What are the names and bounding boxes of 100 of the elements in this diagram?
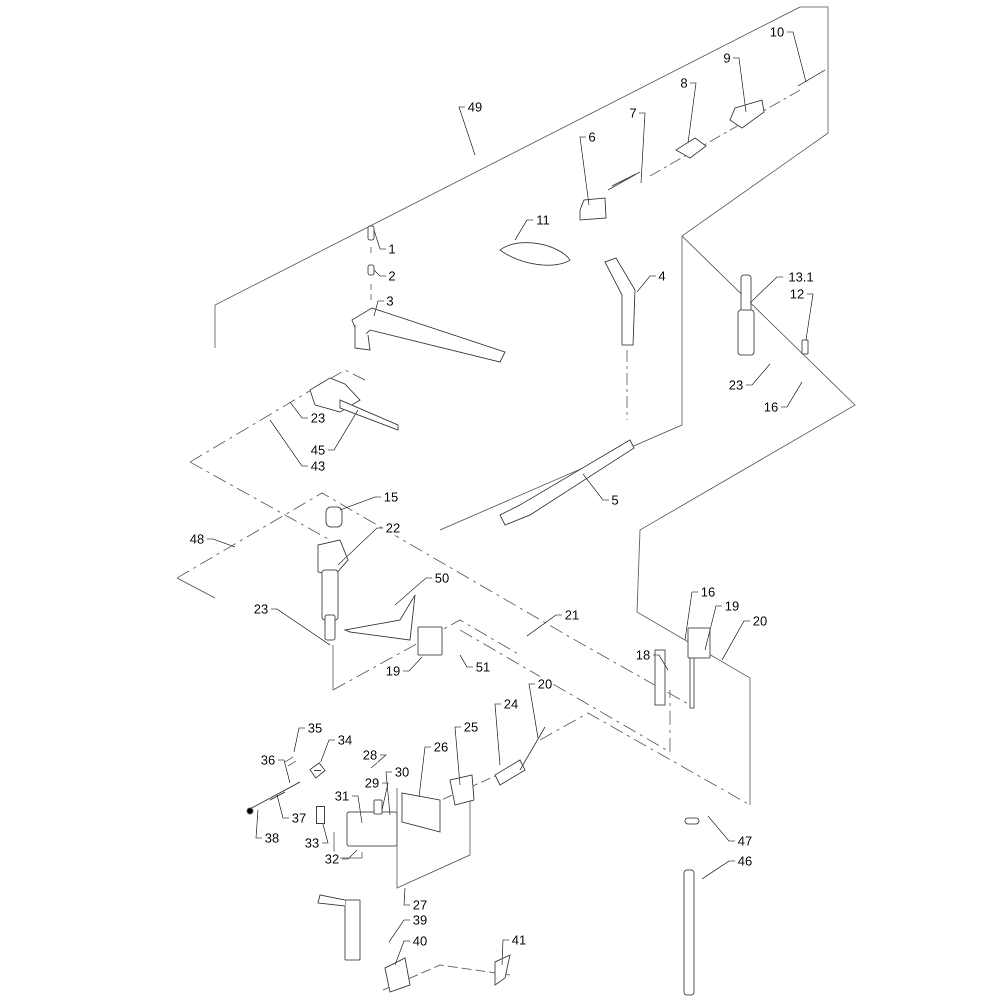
leader-line: [502, 940, 510, 966]
callout-number: 32: [324, 852, 340, 866]
callout-number: 11: [535, 212, 551, 228]
leader-line: [374, 270, 386, 276]
leader-line: [494, 704, 502, 766]
leader-line: [636, 276, 656, 292]
callout-number: 1: [387, 242, 397, 256]
callout-number: 12: [788, 286, 806, 302]
callout-number: 29: [364, 776, 380, 790]
leader-line: [270, 608, 330, 646]
leader-line: [684, 592, 698, 640]
leader-line: [206, 538, 236, 548]
leader-line: [322, 824, 329, 844]
callout-number: 9: [722, 50, 732, 66]
leader-line: [290, 402, 308, 418]
callout-number: 20: [536, 676, 554, 692]
callout-number: 13.1: [787, 270, 815, 284]
leader-line: [514, 220, 534, 240]
leader-line: [402, 656, 422, 672]
callout-number: 16: [762, 400, 780, 414]
callout-number: 30: [394, 764, 410, 780]
leader-line: [374, 300, 384, 316]
leader-line: [458, 106, 476, 156]
callout-number: 23: [728, 378, 744, 392]
leader-line: [394, 940, 410, 966]
leader-line: [708, 816, 736, 842]
leader-line: [806, 294, 814, 340]
callout-number: 38: [264, 830, 280, 846]
callout-number: 43: [310, 458, 326, 474]
callout-number: 41: [510, 932, 528, 948]
callout-number: 20: [752, 614, 768, 628]
leader-line: [338, 528, 384, 566]
leader-line: [382, 782, 388, 810]
leader-line: [786, 32, 806, 82]
callout-number: 36: [260, 752, 276, 768]
leader-line: [388, 920, 410, 942]
callout-number: 7: [628, 106, 638, 120]
leader-line: [528, 684, 538, 738]
callout-number: 31: [334, 788, 350, 804]
callout-number: 34: [336, 732, 354, 748]
callout-number: 25: [462, 720, 480, 734]
part-drawing: [310, 763, 325, 778]
leader-line: [342, 850, 358, 860]
leader-line: [746, 364, 770, 386]
callout-number: 18: [634, 648, 652, 662]
leader-line: [702, 860, 736, 880]
callout-number: 23: [310, 410, 326, 426]
callout-number: 48: [188, 532, 206, 546]
callout-number: 33: [304, 836, 320, 850]
leader-line: [638, 112, 646, 184]
leader-line: [340, 496, 382, 510]
leader-line: [750, 276, 784, 304]
callout-number: 6: [587, 130, 597, 144]
leader-line: [780, 382, 802, 408]
callout-number: 2: [387, 268, 397, 284]
leader-line: [580, 136, 590, 206]
callout-number: 27: [412, 898, 428, 912]
callout-number: 4: [657, 268, 667, 284]
callout-number: 19: [724, 598, 740, 614]
callout-number: 50: [434, 570, 450, 586]
callout-number: 40: [412, 934, 428, 948]
callout-number: 15: [382, 490, 400, 504]
leader-line: [352, 796, 362, 824]
leader-line: [454, 726, 462, 786]
leader-line: [582, 474, 610, 500]
leader-line: [526, 614, 562, 636]
leader-line: [270, 420, 308, 466]
callout-number: 16: [700, 584, 716, 600]
leader-line: [404, 888, 410, 906]
leader-line: [732, 58, 746, 112]
leader-line: [328, 410, 358, 450]
callout-number: 35: [306, 720, 324, 736]
leader-line: [460, 654, 474, 668]
leader-line: [652, 654, 668, 670]
leader-line: [294, 728, 306, 752]
callout-number: 46: [736, 854, 754, 868]
leader-line: [688, 82, 696, 144]
leader-line: [320, 740, 336, 762]
callout-number: 10: [768, 24, 786, 40]
callout-number: 28: [362, 748, 378, 762]
leader-line: [276, 794, 290, 818]
leader-line: [722, 620, 750, 660]
callout-number: 5: [610, 492, 620, 508]
callout-number: 24: [502, 696, 520, 712]
leader-line: [278, 760, 290, 784]
callout-number: 8: [679, 76, 689, 90]
callout-number: 3: [385, 294, 395, 308]
leader-line: [704, 606, 722, 650]
leader-line: [256, 810, 262, 838]
leader-line: [386, 772, 392, 816]
callout-number: 39: [412, 912, 428, 928]
callout-number: 19: [384, 664, 402, 678]
callout-number: 22: [384, 520, 402, 536]
callout-number: 45: [310, 442, 326, 458]
callout-number: 47: [736, 834, 754, 848]
leader-line: [370, 754, 388, 768]
callout-number: 37: [290, 810, 308, 826]
leader-line: [418, 746, 432, 798]
leader-line: [374, 230, 386, 250]
callout-number: 23: [252, 602, 270, 616]
